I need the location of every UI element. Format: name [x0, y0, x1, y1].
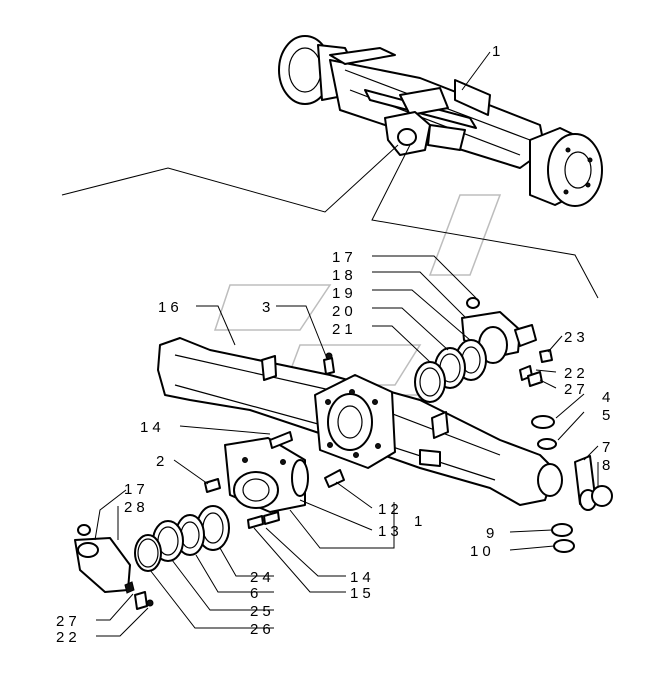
label-26: 26 [250, 621, 275, 638]
label-24: 24 [250, 569, 275, 586]
callout-labels: 1 17 18 19 20 21 16 3 23 22 27 4 5 14 7 … [56, 43, 614, 646]
support-housing-part [224, 437, 309, 513]
label-20: 20 [332, 303, 357, 320]
label-17-lower: 17 [124, 481, 149, 498]
label-2: 2 [156, 453, 168, 470]
label-10: 10 [470, 543, 495, 560]
label-6: 6 [250, 585, 262, 602]
label-14-lower: 14 [350, 569, 375, 586]
label-14-upper: 14 [140, 419, 165, 436]
label-28: 28 [124, 499, 149, 516]
label-9: 9 [486, 525, 498, 542]
label-21: 21 [332, 321, 357, 338]
label-25: 25 [250, 603, 275, 620]
label-27: 27 [564, 381, 589, 398]
label-16: 16 [158, 299, 183, 316]
label-5: 5 [602, 407, 614, 424]
grease-fitting-part [323, 352, 335, 375]
left-bracket-part [74, 524, 154, 610]
label-7: 7 [602, 439, 614, 456]
label-1: 1 [492, 43, 504, 60]
label-19: 19 [332, 285, 357, 302]
label-3: 3 [262, 299, 274, 316]
leader-lines [94, 51, 599, 637]
axle-assembly [278, 35, 603, 207]
label-18: 18 [332, 267, 357, 284]
label-22-lower: 22 [56, 629, 81, 646]
right-bracket-part [414, 297, 553, 403]
label-27-lower: 27 [56, 613, 81, 630]
label-8: 8 [602, 457, 614, 474]
label-12: 12 [378, 501, 403, 518]
label-13: 13 [378, 523, 403, 540]
label-4: 4 [602, 389, 614, 406]
label-1-group: 1 [414, 513, 426, 530]
label-23: 23 [564, 329, 589, 346]
label-17: 17 [332, 249, 357, 266]
label-15: 15 [350, 585, 375, 602]
label-22: 22 [564, 365, 589, 382]
axle-beam-part [157, 337, 563, 506]
